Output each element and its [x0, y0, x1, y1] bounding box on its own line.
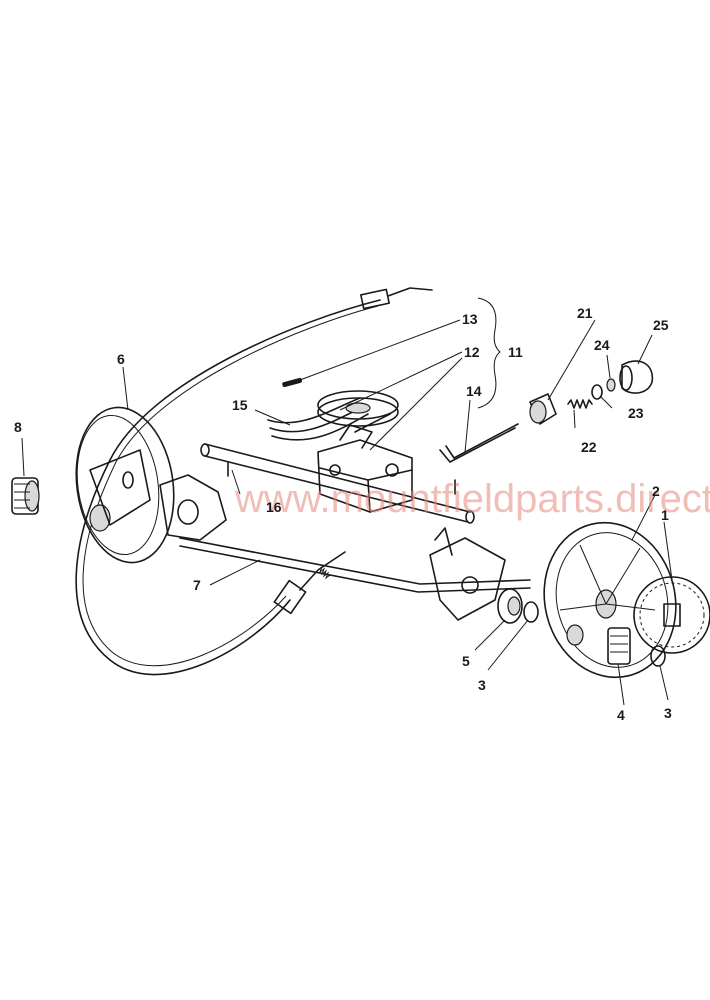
callout-11: 11 [508, 344, 523, 360]
callout-7: 7 [193, 577, 201, 593]
callout-25: 25 [653, 317, 669, 333]
leader-lines [21, 297, 673, 706]
part-13-pin [282, 377, 302, 388]
callout-3-right: 3 [664, 705, 672, 721]
callout-22: 22 [581, 439, 597, 455]
callout-5: 5 [462, 653, 470, 669]
part-12-pulley [317, 390, 399, 427]
part-16-axle [200, 443, 475, 524]
callout-21: 21 [577, 305, 593, 321]
part-3-washer-left [523, 601, 539, 623]
drive-cable [75, 287, 433, 676]
callout-3-left: 3 [478, 677, 486, 693]
part-8-cog [11, 477, 40, 515]
callout-23: 23 [628, 405, 644, 421]
callout-14: 14 [466, 383, 482, 399]
callout-6: 6 [117, 351, 125, 367]
callout-15: 15 [232, 397, 248, 413]
part-21-bushing [529, 393, 557, 425]
callout-4: 4 [617, 707, 625, 723]
callout-24: 24 [594, 337, 610, 353]
part-7-lift-axle [159, 474, 531, 621]
watermark: www.mountfieldparts.direct [234, 477, 710, 521]
part-23-washer [591, 384, 603, 400]
part-11-gearbox [317, 413, 413, 513]
callout-13: 13 [462, 311, 478, 327]
part-25-knob [619, 360, 654, 394]
callout-12: 12 [464, 344, 480, 360]
callout-2: 2 [652, 483, 660, 499]
part-4-pinion [607, 627, 631, 665]
part-6-wheel-plate [75, 406, 175, 564]
part-14-rod [439, 423, 519, 463]
part-3-washer-right [650, 645, 666, 667]
part-1-gear [633, 576, 710, 654]
part-24-nut [606, 378, 616, 392]
part-5-bearing [497, 588, 523, 624]
callout-1: 1 [661, 507, 669, 523]
callout-16: 16 [266, 499, 282, 515]
callout-8: 8 [14, 419, 22, 435]
callout-labels: 6 8 13 12 11 15 14 16 7 21 25 24 23 22 2… [14, 305, 672, 723]
part-2-wheel-hub [543, 521, 677, 679]
part-22-spring [567, 399, 593, 409]
